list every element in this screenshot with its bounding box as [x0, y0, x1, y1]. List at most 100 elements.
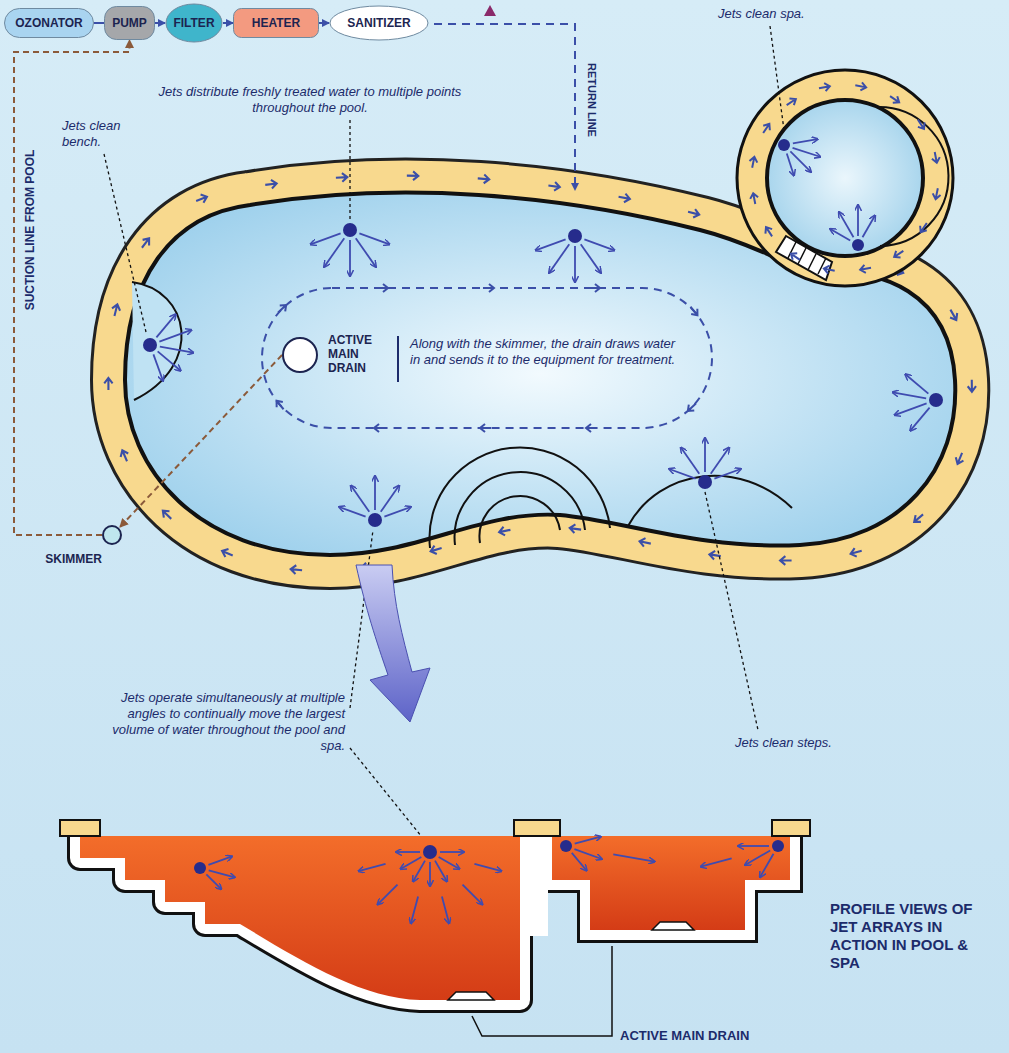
- corner-step: [628, 476, 792, 526]
- leader-line: [472, 946, 612, 1036]
- flow-arrow: [483, 284, 494, 292]
- flow-arrow: [139, 236, 153, 251]
- jet-nozzle: [560, 840, 572, 852]
- jet: [830, 205, 875, 251]
- flow-arrow: [968, 380, 976, 392]
- steps: [455, 472, 585, 545]
- flow-arrow: [110, 303, 121, 317]
- callout: Along with the skimmer, the drain draws …: [410, 336, 680, 368]
- jet-arrow: [339, 507, 365, 517]
- zoom-arrow: [356, 565, 430, 722]
- jet-arrow: [440, 851, 464, 853]
- flow-arrow: [104, 378, 112, 390]
- jet: [311, 223, 390, 276]
- return-line: [420, 24, 575, 190]
- jet-arrow: [669, 469, 695, 479]
- flow-arrow: [618, 192, 631, 203]
- callout: Jets clean steps.: [735, 735, 875, 751]
- jet-arrow: [549, 244, 569, 273]
- jet-arrow: [349, 240, 351, 276]
- pool-profile-wall: [80, 836, 520, 1000]
- jet-arrow: [790, 151, 811, 172]
- jet-arrow: [411, 896, 418, 923]
- equipment-box: HEATER: [233, 8, 319, 38]
- jet-arrow: [429, 862, 431, 886]
- flow-arrow: [586, 424, 597, 432]
- flow-arrow: [859, 264, 871, 274]
- divider-wall: [526, 836, 548, 936]
- spa-steps: [788, 242, 826, 274]
- node-label: FILTER: [173, 16, 214, 30]
- flow-arrow: [850, 547, 863, 558]
- flow-arrow: [888, 93, 902, 106]
- jet-nozzle: [929, 393, 943, 407]
- flow-arrow: [94, 22, 104, 24]
- flow-arrow: [377, 284, 388, 292]
- steps: [479, 496, 560, 543]
- node-outline: [103, 526, 121, 544]
- jet-arrow: [442, 896, 449, 923]
- spa-profile-wall: [552, 836, 790, 930]
- flow-arrow: [685, 401, 699, 414]
- flow-arrow: [818, 82, 830, 92]
- callout: Jets operate simultaneously at multiple …: [95, 690, 345, 754]
- jet-arrow: [536, 239, 566, 250]
- node-label: PUMP: [112, 16, 147, 30]
- jet-arrow: [159, 330, 191, 342]
- jet-arrow: [574, 849, 601, 859]
- flow-arrow: [273, 398, 286, 412]
- jet-arrow: [830, 229, 850, 241]
- marker-triangle: [484, 5, 496, 16]
- jet-arrow: [351, 486, 369, 512]
- coping: [772, 820, 810, 836]
- jet-arrow: [714, 469, 740, 479]
- flow-arrow: [823, 265, 835, 275]
- suction-line: [14, 40, 130, 535]
- bench: [132, 282, 182, 400]
- callout: Jets distribute freshly treated water to…: [150, 84, 470, 116]
- jet-arrow: [439, 857, 460, 869]
- jet-arrow: [324, 238, 344, 267]
- spa-deck: [737, 70, 953, 286]
- equipment-box: OZONATOR: [4, 8, 94, 38]
- jet-arrow: [681, 448, 699, 474]
- node-outline: [166, 4, 222, 42]
- jet-arrow: [435, 861, 447, 882]
- flow-arrow: [548, 181, 560, 191]
- node-outline: [105, 7, 155, 40]
- jet: [339, 476, 410, 527]
- jet: [194, 856, 235, 889]
- flow-arrow: [687, 208, 700, 219]
- steps: [429, 447, 610, 548]
- flow-arrow: [763, 225, 776, 239]
- jet-nozzle: [698, 475, 712, 489]
- pool-profile-water: [80, 836, 520, 1000]
- drain-circle: ACTIVE MAIN DRAIN: [282, 337, 318, 373]
- flow-arrow: [119, 449, 131, 464]
- flow-arrow: [687, 304, 700, 318]
- flow-arrow: [160, 508, 174, 523]
- jet-arrow: [206, 874, 221, 889]
- flow-arrow: [336, 173, 348, 182]
- flow-arrow: [855, 81, 867, 91]
- jet: [359, 845, 502, 923]
- jet-nozzle: [343, 223, 357, 237]
- jet-arrow: [760, 854, 774, 877]
- node-outline: [330, 6, 428, 40]
- flow-arrow: [748, 156, 758, 168]
- jet-arrow: [209, 870, 235, 877]
- flow-arrow: [319, 22, 329, 24]
- spa-seat: [878, 107, 948, 246]
- jet: [778, 139, 820, 175]
- jet: [893, 374, 943, 430]
- node-shape: [102, 525, 122, 545]
- jet-nozzle: [568, 229, 582, 243]
- flow-arrow: [569, 524, 581, 534]
- spa-water: [767, 100, 923, 256]
- flow-arrow: [265, 179, 277, 189]
- jet-arrow: [156, 314, 175, 337]
- flow-arrow: [915, 117, 928, 131]
- jet-arrow: [793, 148, 821, 157]
